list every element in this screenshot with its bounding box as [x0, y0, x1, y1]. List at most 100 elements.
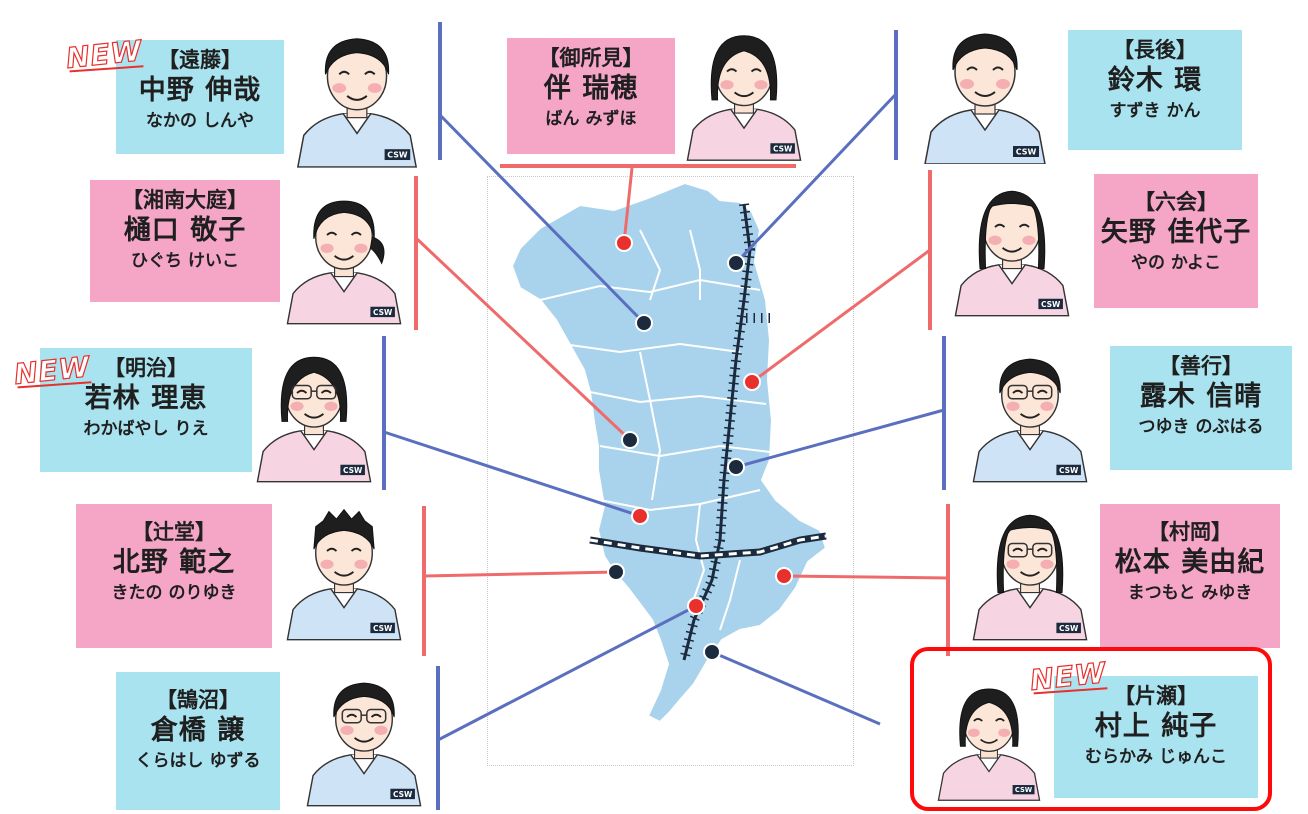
leader-line [711, 650, 881, 726]
mouth [1019, 571, 1041, 577]
worker-portrait: CSW [954, 190, 1070, 317]
district-markers [607, 234, 793, 661]
district-marker [615, 234, 633, 252]
cheek [720, 80, 734, 90]
eye [326, 547, 338, 552]
csw-badge [1038, 298, 1063, 310]
cheek [354, 243, 368, 253]
leader-line [423, 570, 617, 578]
collar [998, 264, 1026, 285]
collar [970, 109, 1000, 132]
cheek [967, 728, 980, 737]
hair [333, 682, 395, 718]
csw-badge [370, 622, 395, 634]
collar [976, 754, 1002, 773]
mouth [980, 738, 998, 744]
district-marker [727, 458, 745, 476]
eye [296, 389, 308, 394]
cheek [960, 79, 974, 89]
eye [350, 231, 362, 236]
district-marker [687, 597, 705, 615]
cheek [1006, 559, 1020, 569]
district-border [599, 444, 771, 458]
worker-portrait: CSW [296, 38, 418, 168]
eye [750, 68, 762, 73]
csw-badge [1056, 622, 1081, 634]
glasses-lens [366, 708, 387, 724]
glasses-lens [1032, 384, 1053, 400]
csw-badge-text: CSW [1015, 786, 1033, 794]
worker-card: 【鵠沼】倉橋 譲くらはし ゆずる [116, 672, 280, 810]
worker-district: 【辻堂】 [132, 520, 216, 544]
csw-badge [340, 464, 365, 476]
leader-lines [382, 22, 950, 810]
eye [370, 713, 382, 718]
cheek [374, 725, 388, 735]
eye [346, 713, 358, 718]
hair [324, 38, 390, 75]
eye [992, 66, 1004, 71]
district-marker [775, 567, 793, 585]
glasses-lens [1007, 384, 1028, 400]
collar [300, 430, 328, 451]
csw-badge-text: CSW [343, 466, 363, 475]
eye [364, 70, 376, 76]
collar [1016, 430, 1044, 451]
district-borders [539, 229, 771, 631]
eye [338, 70, 350, 76]
csw-badge-text: CSW [393, 790, 413, 799]
worker-name: 倉橋 譲 [150, 715, 246, 746]
worker-kana: つゆき のぶはる [1138, 417, 1264, 437]
eye [1018, 223, 1030, 228]
cheek [320, 559, 334, 569]
worker-name: 樋口 敬子 [123, 215, 247, 246]
highlight-frame [910, 647, 1272, 811]
worker-name: 鈴木 環 [1107, 65, 1203, 96]
collar [342, 113, 372, 135]
hair [996, 514, 1064, 594]
railway-lines [589, 203, 827, 662]
district-marker [743, 373, 761, 391]
cheek [354, 559, 368, 569]
csw-badge [1012, 785, 1035, 795]
mouth [303, 413, 325, 419]
glasses-lens [291, 384, 312, 400]
collar [730, 108, 758, 130]
map-frame [487, 176, 854, 766]
district-marker [727, 254, 745, 272]
csw-badge-text: CSW [373, 308, 393, 317]
eye [994, 223, 1006, 228]
mouth [733, 91, 755, 98]
eye [973, 718, 983, 722]
cheek [1040, 401, 1054, 411]
cheek [1022, 235, 1036, 245]
mouth [333, 255, 355, 261]
eye [1012, 389, 1024, 394]
district-marker [621, 431, 639, 449]
cheek [324, 401, 338, 411]
eye [1012, 547, 1024, 552]
worker-portrait: CSW [286, 508, 402, 641]
csw-badge-text: CSW [373, 624, 393, 633]
district-border [599, 489, 761, 512]
worker-district: 【片瀬】 [1114, 684, 1198, 708]
district-border [539, 278, 761, 301]
worker-kana: むらかみ じゅんこ [1085, 747, 1227, 767]
district-marker [635, 314, 653, 332]
collar [1016, 588, 1044, 609]
worker-portrait: CSW [924, 33, 1046, 164]
worker-kana: わかばやし りえ [83, 419, 209, 439]
cheek [754, 80, 768, 90]
hair [313, 508, 375, 550]
worker-name: 露木 信晴 [1139, 381, 1263, 412]
mouth [1019, 413, 1041, 419]
csw-badge-text: CSW [1041, 300, 1061, 309]
collar [330, 272, 358, 293]
leader-line [437, 604, 697, 742]
csw-badge [390, 788, 415, 800]
worker-card: 【善行】露木 信晴つゆき のぶはる [1110, 346, 1292, 470]
district-marker [631, 507, 649, 525]
worker-portrait: CSW [256, 356, 372, 483]
cheek [367, 83, 382, 93]
